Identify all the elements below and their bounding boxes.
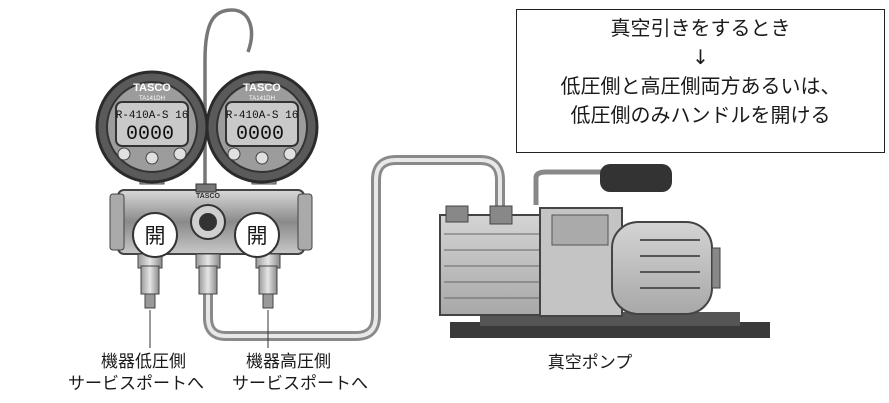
low-side-valve-open-tag: 開 <box>132 212 178 258</box>
right-gauge-model: TA141DH <box>249 96 275 102</box>
high-port-label-line2: サービスポートへ <box>232 374 368 394</box>
left-gauge-refrigerant: R-410A-S 16 <box>116 110 189 122</box>
left-gauge-brand: TASCO <box>133 82 171 94</box>
instruction-note: 真空引きをするとき ↓ 低圧側と高圧側両方あるいは、 低圧側のみハンドルを開ける <box>516 9 885 153</box>
high-port-fitting <box>255 253 281 309</box>
note-arrow: ↓ <box>692 45 709 69</box>
right-gauge-brand: TASCO <box>243 82 281 94</box>
high-port-label-line1: 機器高圧側 <box>246 352 331 372</box>
high-port-label: 機器高圧側 サービスポートへ <box>232 351 412 395</box>
high-side-valve-open-tag: 開 <box>234 212 280 258</box>
note-line-1: 真空引きをするとき <box>610 16 791 40</box>
manifold-brand: TASCO <box>196 193 221 200</box>
hanger-hook <box>203 8 254 190</box>
low-port-label-line1: 機器低圧側 <box>101 352 186 372</box>
pump-label: 真空ポンプ <box>547 353 633 373</box>
low-port-fitting <box>137 253 163 309</box>
right-gauge-refrigerant: R-410A-S 16 <box>226 110 299 122</box>
vacuum-pump <box>439 164 770 338</box>
left-gauge-reading: 0000 <box>126 123 174 146</box>
left-gauge-model: TA141DH <box>139 96 165 102</box>
low-port-label: 機器低圧側 サービスポートへ <box>0 351 204 395</box>
high-pressure-gauge <box>205 70 319 185</box>
note-line-2: 低圧側と高圧側両方あるいは、 <box>560 74 841 98</box>
right-gauge-reading: 0000 <box>236 123 284 146</box>
note-line-3: 低圧側のみハンドルを開ける <box>570 103 831 127</box>
low-port-label-line2: サービスポートへ <box>68 374 204 394</box>
low-pressure-gauge <box>95 70 209 185</box>
